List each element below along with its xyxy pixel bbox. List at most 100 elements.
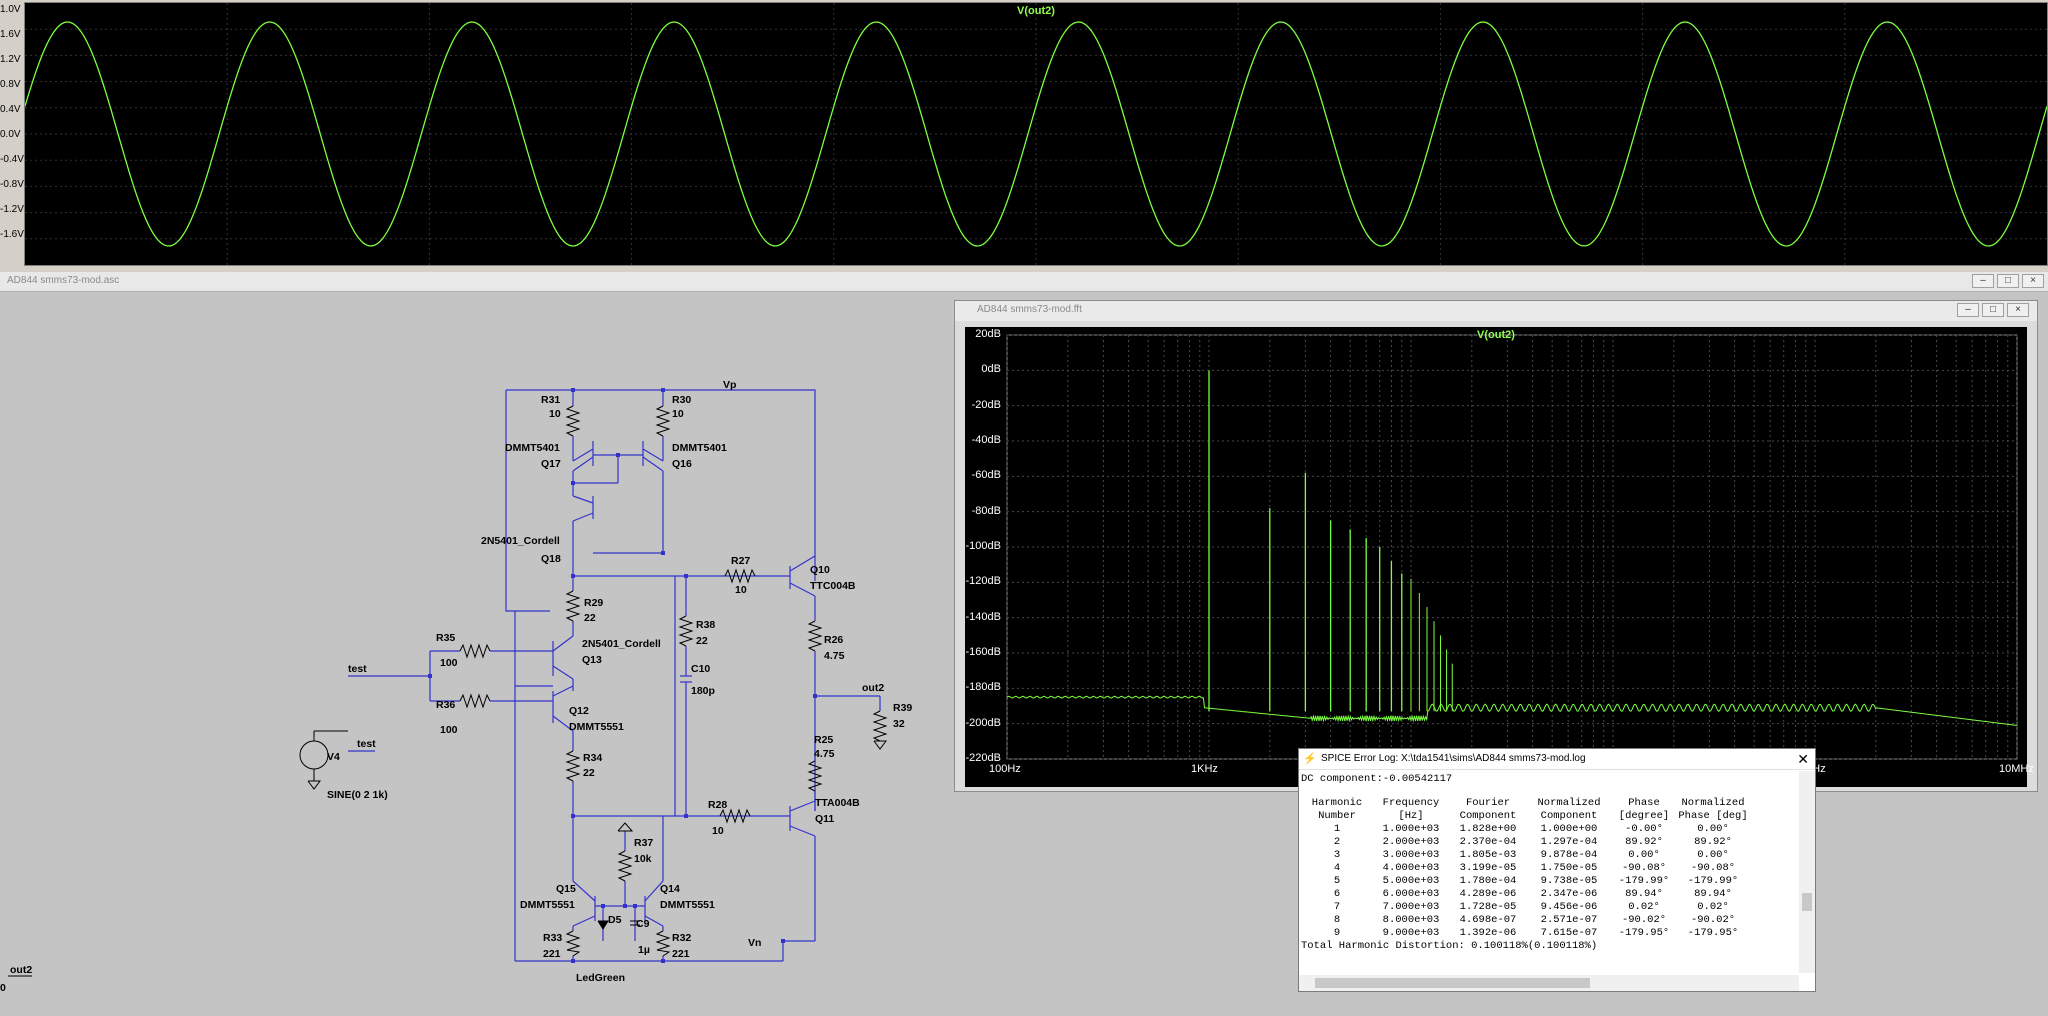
label-c9-val: 1µ	[638, 944, 650, 956]
log-cell: 7.000e+03	[1382, 901, 1440, 913]
schematic-junctions	[428, 388, 817, 963]
log-cell: Harmonic	[1311, 797, 1363, 809]
net-out2-side: out2	[10, 964, 32, 976]
label-q18: Q18	[541, 553, 561, 565]
fft-y-label: -80dB	[971, 504, 1001, 517]
log-cell: -179.99°	[1618, 875, 1670, 887]
fft-y-label: -160dB	[965, 646, 1001, 658]
wave-y-label: -1.2V	[0, 204, 24, 215]
net-test-b: test	[357, 738, 376, 750]
fft-y-label: -40dB	[971, 434, 1001, 446]
label-q18-part: 2N5401_Cordell	[481, 535, 560, 547]
log-scroll-thumb[interactable]	[1802, 893, 1812, 911]
log-cell: 5	[1333, 875, 1341, 887]
waveform-plot[interactable]: V(out2)	[24, 2, 2048, 266]
log-cell: Number	[1318, 810, 1356, 822]
label-q10-part: TTC004B	[810, 580, 856, 592]
fft-maximize-button[interactable]: □	[1982, 303, 2004, 317]
label-r34: R34	[583, 752, 602, 764]
fft-y-label: 20dB	[975, 328, 1001, 340]
wave-y-label: 0.0V	[0, 129, 21, 140]
minimize-button[interactable]: –	[1972, 274, 1994, 288]
schematic-canvas[interactable]: R31 10 R30 10 DMMT5401 Q17 DMMT5401 Q16 …	[0, 291, 2048, 1016]
label-r35-val: 100	[440, 657, 458, 669]
close-button[interactable]: ×	[2022, 274, 2044, 288]
log-hscroll-thumb[interactable]	[1315, 978, 1590, 988]
schematic-titlebar[interactable]: AD844 smms73-mod.asc – □ ×	[0, 272, 2048, 292]
label-r28-val: 10	[712, 825, 724, 837]
log-cell: 3.000e+03	[1382, 849, 1440, 861]
log-cell: Phase [deg]	[1678, 810, 1748, 822]
label-v4-val: SINE(0 2 1k)	[327, 789, 388, 801]
close-icon[interactable]: ✕	[1797, 751, 1809, 767]
log-cell: 3.199e-05	[1459, 862, 1517, 874]
label-r38: R38	[696, 619, 715, 631]
log-horizontal-scrollbar[interactable]	[1299, 975, 1799, 991]
spice-log-window[interactable]: ⚡ SPICE Error Log: X:\tda1541\sims\AD844…	[1298, 748, 1816, 992]
label-r39: R39	[893, 702, 912, 714]
waveform-svg	[24, 3, 2048, 265]
log-cell: 0.02°	[1628, 901, 1660, 913]
log-cell: 8	[1333, 914, 1341, 926]
fft-minimize-button[interactable]: –	[1957, 303, 1979, 317]
wave-trace	[24, 21, 2048, 247]
label-q13-part: 2N5401_Cordell	[582, 638, 661, 650]
log-cell: 1.780e-04	[1459, 875, 1517, 887]
fft-x-label: 100Hz	[989, 763, 1021, 775]
schematic-resistors	[459, 405, 888, 957]
log-cell: 9.000e+03	[1382, 927, 1440, 939]
log-cell: 2.000e+03	[1382, 836, 1440, 848]
log-cell: 1.728e-05	[1459, 901, 1517, 913]
label-r31-val: 10	[549, 408, 561, 420]
wave-y-label: 1.0V	[0, 4, 21, 15]
maximize-button[interactable]: □	[1997, 274, 2019, 288]
label-q11-part: TTA004B	[815, 797, 860, 809]
schematic-grounds	[8, 730, 887, 977]
label-r33-val: 221	[543, 948, 561, 960]
log-cell: -90.08°	[1690, 862, 1736, 874]
fft-y-label: 0dB	[981, 363, 1001, 376]
log-cell: Fourier	[1465, 797, 1511, 809]
net-zero: 0	[0, 982, 6, 994]
fft-close-button[interactable]: ×	[2007, 303, 2029, 317]
log-cell: 0.00°	[1628, 849, 1660, 861]
label-d5-part: LedGreen	[576, 972, 625, 984]
log-cell: 9.738e-05	[1540, 875, 1598, 887]
dc-component: DC component:-0.00542117	[1301, 773, 1453, 785]
net-vn: Vn	[748, 937, 761, 949]
log-cell: Normalized	[1681, 797, 1745, 809]
label-c10: C10	[691, 663, 710, 675]
spice-log-titlebar[interactable]: ⚡ SPICE Error Log: X:\tda1541\sims\AD844…	[1299, 749, 1815, 770]
fft-titlebar[interactable]: AD844 smms73-mod.fft – □ ×	[955, 301, 2037, 321]
log-cell: 4.000e+03	[1382, 862, 1440, 874]
log-vertical-scrollbar[interactable]	[1799, 771, 1815, 973]
label-r28: R28	[708, 799, 727, 811]
net-test-a: test	[348, 663, 367, 675]
label-r27: R27	[731, 555, 750, 567]
log-cell: 1.828e+00	[1459, 823, 1517, 835]
label-r30: R30	[672, 394, 691, 406]
fft-y-label: -140dB	[965, 610, 1001, 623]
log-cell: 9	[1333, 927, 1341, 939]
log-cell: -90.08°	[1621, 862, 1667, 874]
fft-y-label: -20dB	[971, 398, 1001, 411]
log-cell: Normalized	[1537, 797, 1601, 809]
log-cell: -179.95°	[1687, 927, 1739, 939]
label-q10: Q10	[810, 564, 830, 576]
log-cell: 9.456e-06	[1540, 901, 1598, 913]
label-r25: R25	[814, 734, 833, 746]
log-cell: 89.94°	[1694, 888, 1732, 900]
label-q15: Q15	[556, 883, 576, 895]
log-cell: 7	[1333, 901, 1341, 913]
wave-y-label: 0.8V	[0, 79, 21, 90]
log-cell: Component	[1540, 810, 1598, 822]
label-q17-part: DMMT5401	[505, 442, 560, 454]
